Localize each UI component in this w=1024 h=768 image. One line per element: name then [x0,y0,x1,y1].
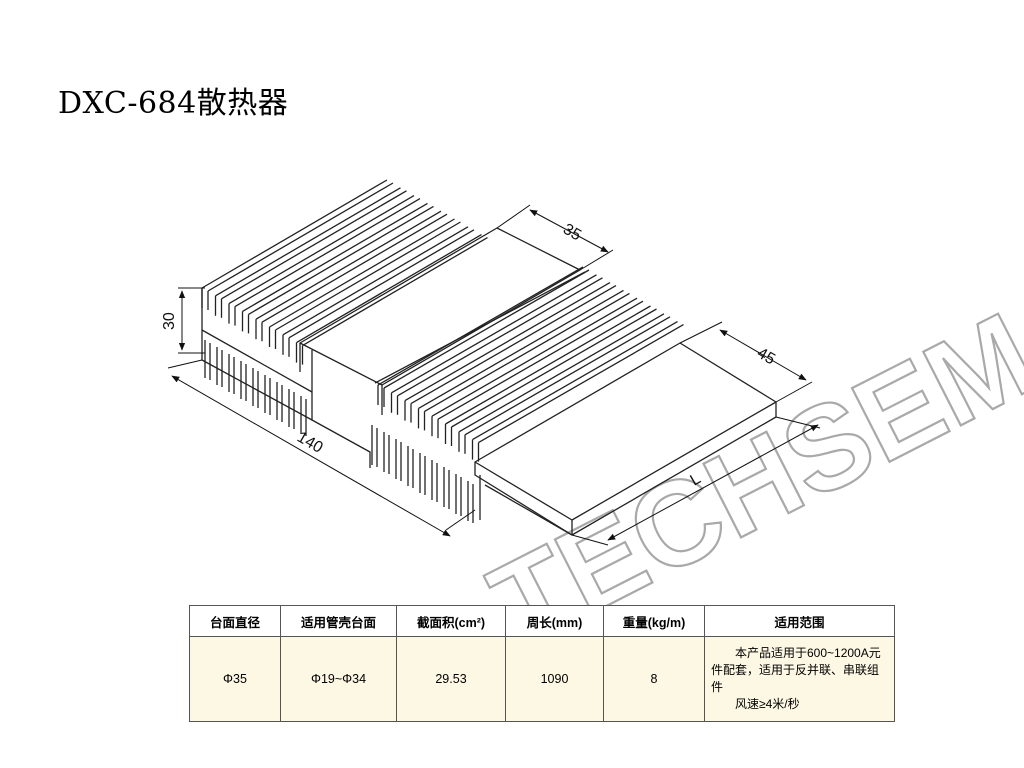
header-area: 截面积(cm²) [396,605,506,637]
fin-top-line [275,221,461,331]
fin-top-line [255,210,442,320]
fin-top-line [302,237,488,347]
fin-top-line [437,300,644,420]
fin-top-line [472,321,678,441]
fin-top-line [221,190,407,300]
dim-top-flat-label: 35 [560,221,584,245]
cell-area: 29.53 [396,636,506,722]
fin-top-line [464,316,671,436]
header-weight: 重量(kg/m) [603,605,705,637]
notes-line-2: 风速≥4米/秒 [735,697,800,711]
fin-top-line [424,292,630,412]
cell-notes: 本产品适用于600~1200A元件配套，适用于反并联、串联组件 风速≥4米/秒 [704,636,895,722]
fin-top-line [377,266,584,386]
dimension-lines [167,204,821,546]
fin-top-line [445,305,651,425]
fin-top-line [397,277,603,397]
cell-case: Φ19~Φ34 [280,636,397,722]
dim-width-label: 140 [294,429,326,457]
fin-top-line [418,289,624,409]
fin-top-line [261,213,448,323]
notes-line-1: 本产品适用于600~1200A元件配套，适用于反并联、串联组件 [711,646,881,694]
fin-top-line [269,218,455,328]
fin-top-line [215,187,401,297]
fin-top-line [431,297,638,417]
fin-top-line [296,234,482,344]
fin-top-line [478,324,684,444]
fin-top-line [383,269,590,389]
fin-top-line [282,226,469,336]
header-notes: 适用范围 [704,605,895,637]
fin-top-line [410,285,617,405]
fin-top-line [234,198,421,308]
fin-top-line [404,282,611,402]
fin-top-line [458,313,665,433]
dim-height-label: 30 [161,312,178,330]
fin-top-line [288,229,475,339]
dim-front-flat-label: 45 [754,345,778,369]
heatsink-outline [201,179,777,536]
header-perimeter: 周长(mm) [505,605,604,637]
fin-top-line [207,182,394,292]
spec-table-row: Φ35 Φ19~Φ34 29.53 1090 8 本产品适用于600~1200A… [189,636,895,722]
spec-table: 台面直径 适用管壳台面 截面积(cm²) 周长(mm) 重量(kg/m) 适用范… [189,605,895,722]
fin-top-line [201,179,388,289]
fin-top-line [242,202,428,312]
header-case: 适用管壳台面 [280,605,397,637]
cell-diameter: Φ35 [189,636,281,722]
fin-top-line [228,195,415,305]
cell-weight: 8 [603,636,705,722]
cell-perimeter: 1090 [505,636,604,722]
page-title: DXC-684散热器 [58,86,289,121]
spec-table-header-row: 台面直径 适用管壳台面 截面积(cm²) 周长(mm) 重量(kg/m) 适用范… [189,605,895,637]
fin-top-line [451,308,657,428]
fin-top-line [391,274,597,394]
header-diameter: 台面直径 [189,605,281,637]
fin-top-line [248,205,434,315]
